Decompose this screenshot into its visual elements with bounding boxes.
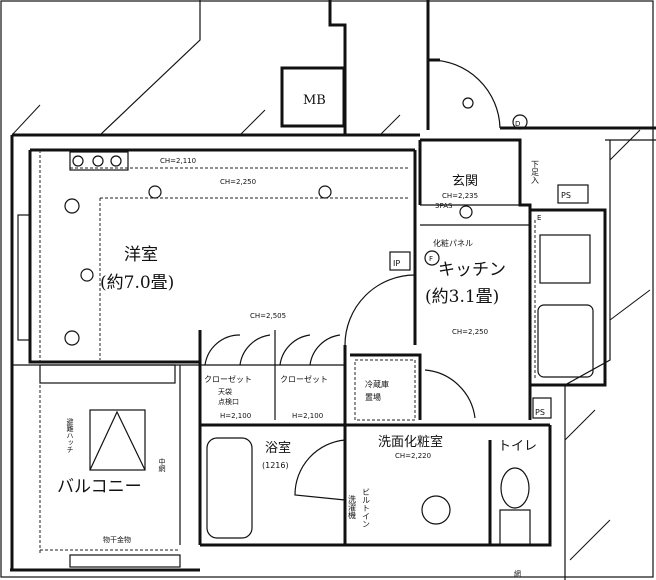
western-room-size: (約7.0畳)	[100, 273, 174, 293]
ceiling-lines	[39, 150, 536, 555]
walls	[10, 133, 607, 572]
hatch-label: 避難ハッチ	[66, 417, 74, 453]
evacuation-hatch	[89, 409, 146, 471]
kitchen-size: (約3.1畳)	[425, 287, 499, 307]
toilet-name: トイレ	[498, 439, 537, 454]
entrance-name: 玄関	[452, 174, 478, 189]
closet2-height: H=2,100	[292, 412, 323, 420]
western-ch-center: CH=2,505	[250, 312, 286, 320]
mb-label: MB	[303, 93, 326, 108]
toilet-bowl	[500, 467, 530, 509]
entrance-ch: CH=2,235	[442, 192, 478, 200]
western-ch-top: CH=2,110	[160, 157, 196, 165]
kitchen-ch: CH=2,250	[452, 328, 488, 336]
bathtub	[206, 437, 253, 539]
entrance-pas: 3PAS	[435, 202, 453, 210]
ip-label: IP	[393, 259, 400, 268]
d-marker	[512, 114, 528, 130]
closet1-height: H=2,100	[220, 412, 251, 420]
washer-label: 洗濯機	[348, 494, 357, 520]
closet1-note: 天袋	[218, 387, 232, 396]
ps-label-1: PS	[561, 191, 571, 200]
wash-basin	[421, 495, 451, 525]
net-label: 中網	[158, 457, 166, 473]
upper-structure	[11, 0, 656, 580]
kitchen-name: キッチン	[438, 260, 506, 280]
ps-label-2: PS	[535, 408, 545, 417]
washroom-name: 洗面化粧室	[378, 434, 443, 450]
fixtures	[17, 114, 594, 568]
window	[17, 214, 31, 341]
western-ch-mid: CH=2,250	[220, 178, 256, 186]
closet2-name: クローゼット	[280, 374, 328, 384]
kitchen-panel: 化粧パネル	[433, 238, 473, 248]
hanger-label: 物干金物	[103, 535, 131, 544]
d-label: D	[515, 120, 520, 128]
bath-name: 浴室	[265, 440, 291, 456]
net-bottom-label: 網	[514, 569, 521, 578]
closet1-name: クローゼット	[204, 374, 252, 384]
e-label: E	[537, 214, 541, 222]
stove	[539, 234, 591, 284]
balcony-name: バルコニー	[57, 477, 142, 497]
doors	[204, 274, 476, 501]
mb-box	[280, 66, 346, 128]
shoe-box-label: 下足入	[531, 160, 540, 184]
washroom-ch: CH=2,220	[395, 452, 431, 460]
western-room-name: 洋室	[124, 245, 158, 265]
f-label: F	[429, 255, 433, 263]
sink	[537, 304, 594, 378]
bath-size: (1216)	[262, 461, 289, 470]
fridge-label-1: 冷蔵庫	[365, 379, 389, 389]
fridge-label-2: 置場	[365, 392, 381, 402]
builtin-label: ビルトイン	[362, 488, 371, 528]
closet1-note2: 点検口	[218, 397, 239, 406]
